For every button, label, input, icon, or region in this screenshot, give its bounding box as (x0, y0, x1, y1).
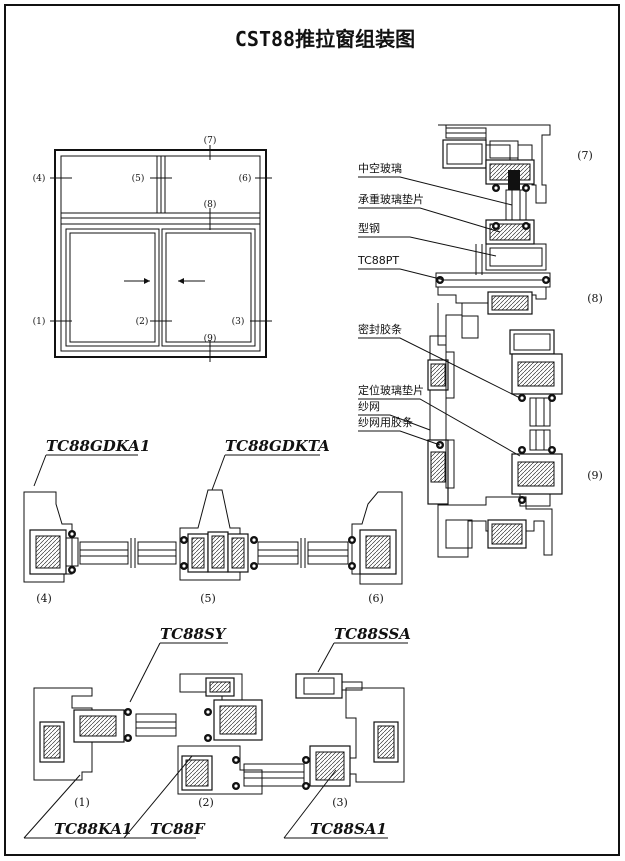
elev-mark-4: (4) (33, 173, 46, 184)
vs-mark-8: (8) (587, 292, 603, 305)
page-title: CST88推拉窗组装图 (235, 27, 415, 51)
elev-mark-2: (2) (136, 316, 149, 327)
label-load-glass-pad: 承重玻璃垫片 (358, 192, 424, 206)
label-insulating-glass: 中空玻璃 (358, 161, 402, 175)
label-tc88pt: TC88PT (357, 254, 399, 267)
bottom-horizontal-section: TC88SY TC88SSA (23, 625, 411, 839)
elev-mark-7: (7) (204, 135, 217, 146)
insulating-glass-middle (529, 397, 551, 427)
right-sash-glass (165, 232, 252, 343)
vs-mark-7: (7) (577, 149, 593, 162)
vs-mark-9: (9) (587, 469, 603, 482)
left-sash (65, 228, 160, 347)
code-tc88ka1: TC88KA1 (54, 820, 132, 838)
ts-mark-6: (6) (368, 592, 384, 605)
middle-mullion-profile (179, 489, 241, 581)
ts-mark-5: (5) (200, 592, 216, 605)
bs-mark-3: (3) (332, 796, 348, 809)
elev-mark-5: (5) (132, 173, 145, 184)
bottom-frame-profile (437, 496, 553, 558)
code-tc88gdka1: TC88GDKA1 (46, 437, 150, 455)
elev-mark-1: (1) (33, 316, 46, 327)
right-fixed-profile (351, 491, 403, 585)
elev-mark-8: (8) (204, 199, 217, 210)
code-tc88sa1: TC88SA1 (310, 820, 387, 838)
right-sash (161, 228, 256, 347)
window-elevation: (7) (4) (5) (6) (8) (1) (2) (3) (9) (33, 135, 272, 362)
label-screen: 纱网 (358, 400, 380, 413)
left-frame-profile (33, 687, 93, 781)
label-steel: 型钢 (358, 221, 380, 235)
elev-mark-6: (6) (239, 173, 252, 184)
bs-mark-1: (1) (74, 796, 90, 809)
window-outer-frame (54, 149, 267, 358)
code-tc88ssa: TC88SSA (334, 625, 411, 643)
top-horizontal-section: TC88GDKA1 TC88GDKTA (23, 437, 403, 605)
label-sealant: 密封胶条 (358, 322, 402, 336)
code-tc88f: TC88F (150, 820, 206, 838)
ts-mark-4: (4) (36, 592, 52, 605)
sheet-border (4, 4, 620, 856)
left-fixed-profile (23, 491, 73, 583)
left-sash-glass (69, 232, 156, 343)
code-tc88sy: TC88SY (160, 625, 227, 643)
label-screen-strip: 纱网用胶条 (358, 415, 413, 429)
elev-mark-3: (3) (232, 316, 245, 327)
code-tc88gdkta: TC88GDKTA (225, 437, 330, 455)
vertical-section: (7) (8) (9) 中空玻璃 承重玻璃垫片 型钢 TC88PT 密封胶条 定… (357, 124, 603, 558)
slide-right-arrow-icon (144, 278, 150, 284)
steel-profile (485, 243, 547, 271)
label-positioning-pad: 定位玻璃垫片 (358, 383, 424, 397)
elev-mark-9: (9) (204, 333, 217, 344)
slide-left-arrow-icon (178, 278, 184, 284)
bs-mark-2: (2) (198, 796, 214, 809)
